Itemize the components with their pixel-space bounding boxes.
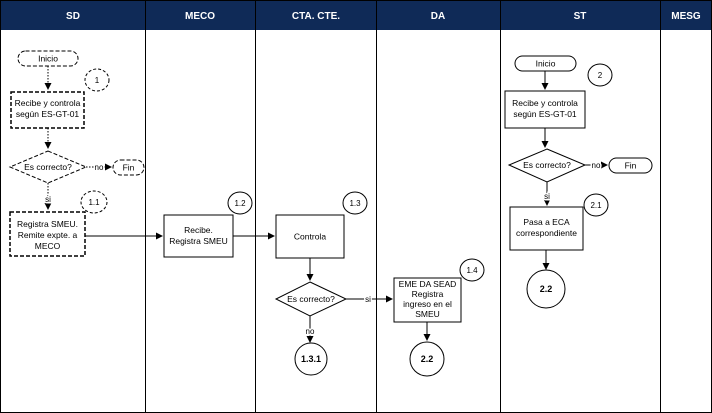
- st-ref-2: 2: [598, 71, 603, 80]
- sd-ref-1-1: 1.1: [88, 198, 100, 207]
- da-ref-circle: [459, 258, 485, 282]
- sd-register-label-line2: Remite expte. a: [18, 230, 78, 240]
- cta-connector: 1.3.1: [301, 354, 321, 364]
- cta-si-label: si: [365, 295, 371, 304]
- lane-header-da: DA: [431, 11, 445, 22]
- meco-receive-label-line1: Recibe.: [184, 225, 213, 235]
- sd-no-label: no: [95, 163, 104, 172]
- cta-ref: 1.3: [349, 199, 361, 208]
- sd-register-label-line1: Registra SMEU.: [17, 219, 78, 229]
- da-connector-circle: [409, 341, 445, 377]
- lane-header-sd: SD: [66, 11, 80, 22]
- sd-si-label: si: [45, 195, 51, 204]
- lane-header-mesg: MESG: [671, 11, 701, 22]
- sd-ref-1-circle: [84, 68, 110, 92]
- st-pass-box: [509, 206, 584, 251]
- sd-end-label: Fin: [123, 163, 135, 173]
- sd-ref-1: 1: [95, 76, 100, 85]
- sd-register-label-line3: MECO: [35, 241, 61, 251]
- sd-decision-label: Es correcto?: [24, 162, 72, 172]
- sd-receive-label-line2: según ES-GT-01: [16, 109, 80, 119]
- sd-register-box: [9, 211, 86, 257]
- da-connector: 2.2: [421, 354, 434, 364]
- st-end-label: Fin: [625, 161, 637, 171]
- st-receive-label-line1: Recibe y controla: [512, 98, 578, 108]
- sd-receive-label-line1: Recibe y controla: [15, 98, 81, 108]
- lane-header-meco: MECO: [185, 11, 215, 22]
- st-ref-2-circle: [587, 63, 613, 87]
- cta-connector-circle: [294, 342, 328, 376]
- sd-receive-box: [10, 91, 85, 129]
- da-register-label-line3: ingreso en el: [403, 299, 452, 309]
- st-decision-label: Es correcto?: [523, 160, 571, 170]
- meco-receive-label-line2: Registra SMEU: [169, 236, 228, 246]
- st-end-terminal: [608, 157, 653, 174]
- lane-dividers: [145, 0, 661, 413]
- sd-ref-1-1-circle: [80, 190, 108, 214]
- st-pass-label-line1: Pasa a ECA: [523, 217, 570, 227]
- st-ref-2-1: 2.1: [590, 201, 602, 210]
- st-no-label: no: [592, 161, 601, 170]
- da-register-box: [393, 277, 462, 323]
- cta-control-label: Controla: [294, 232, 326, 242]
- cta-no-label: no: [306, 327, 315, 336]
- lane-header-cta-cte: CTA. CTE.: [292, 11, 340, 22]
- st-receive-label-line2: según ES-GT-01: [513, 109, 577, 119]
- st-start-label: Inicio: [536, 59, 556, 69]
- cta-decision-label: Es correcto?: [287, 294, 335, 304]
- st-connector-circle: [526, 269, 566, 309]
- da-ref: 1.4: [466, 266, 478, 275]
- st-receive-box: [504, 90, 586, 129]
- st-pass-label-line2: correspondiente: [516, 228, 577, 238]
- lane-header-bar: [0, 0, 712, 30]
- sd-start-label: Inicio: [38, 54, 58, 64]
- da-register-label-line2: Registra: [412, 289, 444, 299]
- cta-ref-circle: [342, 191, 368, 215]
- meco-ref: 1.2: [234, 199, 246, 208]
- st-ref-2-1-circle: [583, 193, 609, 217]
- da-register-label-line1: EME DA SEAD: [399, 279, 457, 289]
- sd-end-terminal: [112, 159, 145, 176]
- lane-header-st: ST: [574, 11, 587, 22]
- meco-ref-circle: [227, 191, 253, 215]
- da-register-label-line4: SMEU: [415, 309, 440, 319]
- st-si-label: si: [544, 192, 550, 201]
- st-connector: 2.2: [540, 284, 553, 294]
- sd-decision-diamond: [8, 150, 88, 184]
